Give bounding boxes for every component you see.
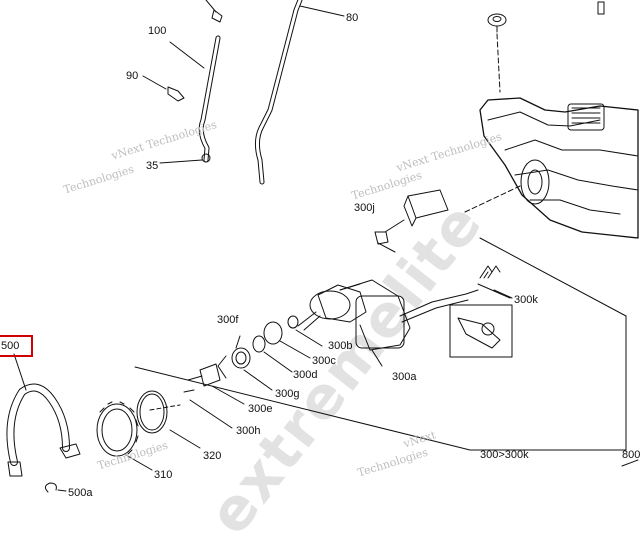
- clip-500a: [44, 482, 67, 493]
- filter-inset-300k: [449, 289, 513, 358]
- label-300k[interactable]: 300k: [514, 294, 538, 306]
- grommet: [487, 13, 507, 93]
- highlight-box-500: [0, 335, 33, 357]
- small-parts: [217, 315, 323, 391]
- label-80[interactable]: 80: [346, 12, 359, 24]
- label-300d[interactable]: 300d: [293, 369, 318, 381]
- label-300h[interactable]: 300h: [236, 425, 261, 437]
- spring: [477, 265, 511, 299]
- regulator-300e: [183, 363, 245, 429]
- label-300f[interactable]: 300f: [217, 314, 239, 326]
- vent-tube-100: [169, 35, 221, 163]
- label-90[interactable]: 90: [126, 70, 139, 82]
- fuel-tank: [464, 97, 639, 239]
- fuel-hose-500: [6, 353, 81, 477]
- bracket-top-right: [597, 1, 605, 15]
- clip-90: [142, 75, 185, 102]
- label-100[interactable]: 100: [148, 25, 167, 37]
- label-300e[interactable]: 300e: [248, 403, 273, 415]
- label-300j[interactable]: 300j: [354, 202, 375, 214]
- label-300a[interactable]: 300a: [392, 371, 417, 383]
- assembly-outline: [134, 237, 627, 451]
- bracket-800: [621, 459, 639, 467]
- label-500[interactable]: 500: [1, 340, 20, 352]
- label-300c[interactable]: 300c: [312, 355, 336, 367]
- top-fitting: [205, 0, 223, 23]
- label-300-range[interactable]: 300>300k: [480, 449, 529, 461]
- exploded-view-drawing: [6, 0, 639, 493]
- label-35[interactable]: 35: [146, 160, 159, 172]
- float-sender-300j: [374, 189, 449, 253]
- fuel-pump-300a: [297, 279, 479, 367]
- label-500a[interactable]: 500a: [68, 487, 93, 499]
- label-320[interactable]: 320: [203, 450, 222, 462]
- locking-ring-310: [96, 401, 153, 471]
- label-800[interactable]: 800: [622, 449, 640, 461]
- vent-tube-80: [254, 0, 345, 185]
- o-ring-320: [136, 390, 201, 449]
- label-310[interactable]: 310: [154, 469, 173, 481]
- label-300g[interactable]: 300g: [275, 388, 300, 400]
- label-300b[interactable]: 300b: [328, 340, 353, 352]
